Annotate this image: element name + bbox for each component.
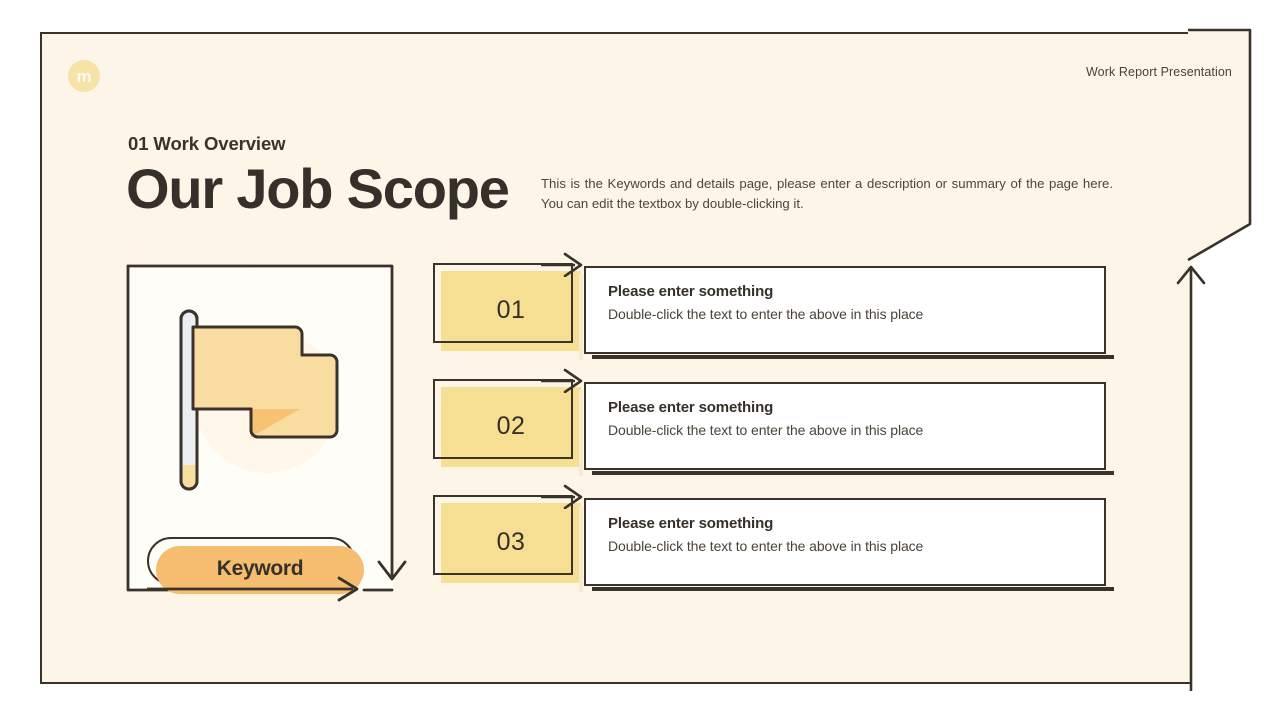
frame-up-arrow-icon [1176,265,1206,691]
text-subtext: Double-click the text to enter the above… [608,306,924,322]
number-fill: 02 [441,387,581,467]
number-fill: 03 [441,503,581,583]
text-box[interactable]: Please enter something Double-click the … [579,382,1114,476]
logo-letter: m [76,66,92,86]
header-right-label: Work Report Presentation [1086,65,1232,79]
page-title: Our Job Scope [126,157,510,220]
text-heading: Please enter something [608,283,774,300]
number-badge[interactable]: 01 [433,263,581,351]
row-right-arrow-icon [541,484,583,509]
illustration-card: Keyword [126,264,407,602]
section-eyebrow: 01 Work Overview [128,133,286,154]
row-right-arrow-icon [541,368,583,393]
number-outline [433,263,573,343]
job-scope-list: 01 Please enter something Double-click t… [433,252,1114,611]
text-heading: Please enter something [608,399,774,416]
keyword-fill-pill[interactable]: Keyword [156,546,364,594]
number-fill: 01 [441,271,581,351]
number-label: 03 [496,527,526,556]
keyword-right-arrow-icon [147,576,359,602]
brand-logo: m [68,60,100,92]
number-badge[interactable]: 02 [433,379,581,467]
row-right-arrow-icon [541,252,583,277]
bookmark-ribbon-icon [1187,28,1252,262]
text-subtext: Double-click the text to enter the above… [608,422,924,438]
keyword-label: Keyword [216,557,304,580]
number-label: 02 [496,411,526,440]
text-box[interactable]: Please enter something Double-click the … [579,498,1114,592]
list-item[interactable]: 02 Please enter something Double-click t… [433,368,1114,495]
keyword-badge[interactable]: Keyword [147,537,383,605]
text-subtext: Double-click the text to enter the above… [608,538,924,554]
number-outline [433,379,573,459]
number-label: 01 [496,295,526,324]
number-outline [433,495,573,575]
flag-icon [179,309,339,491]
text-heading: Please enter something [608,515,774,532]
text-box[interactable]: Please enter something Double-click the … [579,266,1114,360]
number-badge[interactable]: 03 [433,495,581,583]
list-item[interactable]: 03 Please enter something Double-click t… [433,484,1114,611]
list-item[interactable]: 01 Please enter something Double-click t… [433,252,1114,379]
page-description[interactable]: This is the Keywords and details page, p… [541,176,1113,212]
